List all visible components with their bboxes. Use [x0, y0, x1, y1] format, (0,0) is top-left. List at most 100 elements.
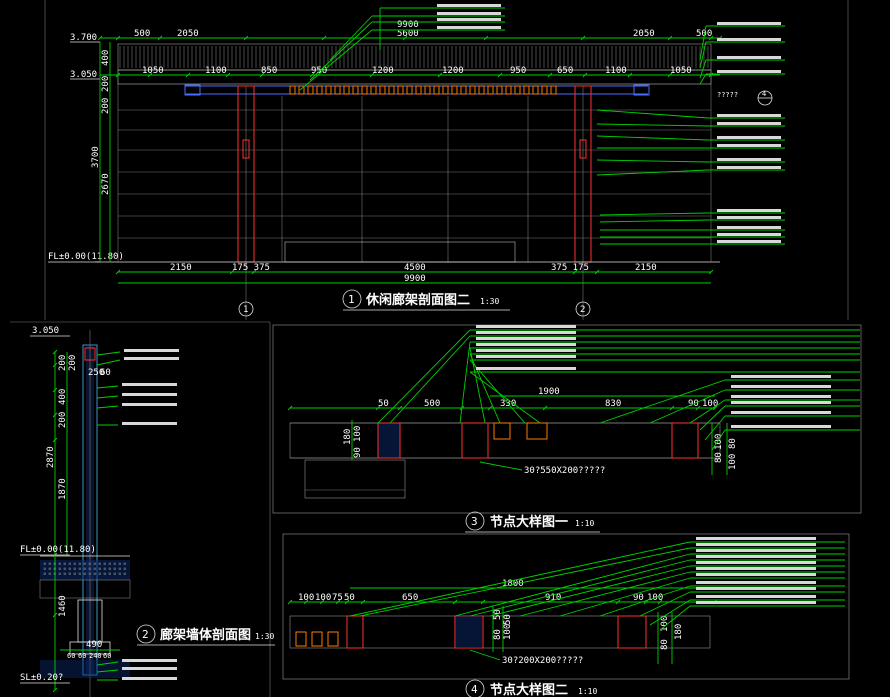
leader-line — [96, 359, 121, 366]
node1-vdim-2: 100 — [353, 426, 363, 442]
leader-note-text — [476, 343, 576, 346]
gravel-dot — [68, 567, 71, 570]
title-3-text: 节点大样图一 — [490, 514, 568, 530]
wall-vdim-3: 60 — [100, 368, 111, 378]
gravel-dot — [73, 572, 76, 575]
dim-tick — [708, 269, 714, 275]
roof-hatch — [119, 46, 709, 68]
wall-bdim-2: 60 — [78, 652, 86, 660]
dim-tick — [147, 72, 153, 78]
leader-note-text — [731, 425, 831, 428]
node2-vdim-3: 100 — [503, 624, 513, 640]
dim-tick — [375, 405, 381, 411]
title-1-text: 休闲廊架剖面图二 — [365, 292, 470, 308]
leader-note-text — [717, 38, 781, 41]
wall-vdim-4: 400 — [58, 389, 68, 405]
gravel-dot — [118, 567, 121, 570]
leader-line — [469, 371, 541, 424]
gravel-dot — [63, 562, 66, 565]
rafter-block — [469, 85, 476, 95]
rafter-block — [361, 85, 368, 95]
leader-note-text — [122, 393, 177, 396]
node2-vdim-2: 50 — [503, 614, 513, 625]
elev-beam-dim-5: 1200 — [442, 66, 464, 76]
leader-line — [309, 21, 373, 81]
gravel-dot — [48, 572, 51, 575]
leader-note-text — [717, 209, 781, 212]
dim-tick — [542, 405, 548, 411]
rafter-block — [460, 85, 467, 95]
leader-note-text — [122, 403, 177, 406]
elev-total-dim: 9900 — [404, 274, 426, 284]
dim-tick — [259, 72, 265, 78]
node1-vdim-5: 80 — [728, 438, 738, 449]
gravel-dot — [93, 572, 96, 575]
elev-bottom-dim-4: 2150 — [635, 263, 657, 273]
dim-tick — [497, 72, 503, 78]
gravel-dot — [93, 567, 96, 570]
leader-line — [699, 41, 707, 69]
elev-beam-dim-9: 1050 — [670, 66, 692, 76]
dim-tick — [580, 35, 586, 41]
leader-note-text — [476, 331, 576, 334]
rafter-block — [514, 85, 521, 95]
rafter-block — [325, 85, 332, 95]
leader-line — [599, 585, 691, 617]
leader-line — [329, 15, 373, 61]
rafter-block — [343, 85, 350, 95]
leader-line — [711, 429, 726, 451]
leader-note-text — [731, 401, 831, 404]
wall-section-drawing: 3.050 FL±0.00(11.80) SL±0.20? 200 200 25… — [20, 326, 275, 697]
gravel-dot — [63, 567, 66, 570]
leader-note-text — [437, 26, 501, 29]
leader-line — [699, 25, 707, 61]
wall-vdim-5: 200 — [58, 412, 68, 428]
dim-tick — [319, 599, 325, 605]
rafter-block — [379, 85, 386, 95]
node1-vdim-0: 180 — [343, 429, 353, 445]
leader-note-text — [731, 395, 831, 398]
node2-leader-lines — [349, 537, 845, 631]
elev-beam-dim-7: 650 — [557, 66, 573, 76]
leader-note-text — [696, 587, 816, 590]
node2-dim-4: 650 — [402, 593, 418, 603]
title-2-number: 2 — [142, 628, 149, 641]
gravel-dot — [43, 562, 46, 565]
node1-dim-1: 500 — [424, 399, 440, 409]
dim-tick — [52, 687, 58, 693]
dim-tick — [615, 599, 621, 605]
rafter-block — [298, 85, 305, 95]
dim-tick — [667, 35, 673, 41]
section-marker-label: 4 — [762, 90, 766, 98]
dim-tick — [594, 269, 600, 275]
elev-top-dim-0: 500 — [134, 29, 150, 39]
elev-vdim-1: 200 — [101, 76, 111, 92]
dim-tick — [402, 35, 408, 41]
dim-tick — [115, 269, 121, 275]
title-3-circle — [465, 511, 485, 531]
leader-note-text — [696, 581, 816, 584]
rafter-block — [451, 85, 458, 95]
elev-bottom-dim-0: 2150 — [170, 263, 192, 273]
gravel-dot — [78, 572, 81, 575]
wall-vdim-0: 200 — [58, 355, 68, 371]
leader-note-text — [696, 567, 816, 570]
leader-note-text — [476, 337, 576, 340]
elev-level-mid: 3.050 — [70, 70, 97, 80]
leader-line — [699, 405, 726, 431]
wall-vdim-7: 1870 — [58, 478, 68, 500]
dim-tick — [309, 72, 315, 78]
dim-tick — [287, 405, 293, 411]
elev-bottom-dim-2: 4500 — [404, 263, 426, 273]
leader-note-text — [476, 325, 576, 328]
leader-line — [599, 219, 709, 223]
dim-tick — [97, 35, 103, 41]
leader-note-text — [717, 216, 781, 219]
dim-tick — [712, 405, 718, 411]
leader-note-text — [717, 114, 781, 117]
leader-note-text — [696, 595, 816, 598]
rafter-block — [532, 85, 539, 95]
dim-tick — [582, 72, 588, 78]
node1-callout: 30?550X200????? — [524, 466, 605, 476]
